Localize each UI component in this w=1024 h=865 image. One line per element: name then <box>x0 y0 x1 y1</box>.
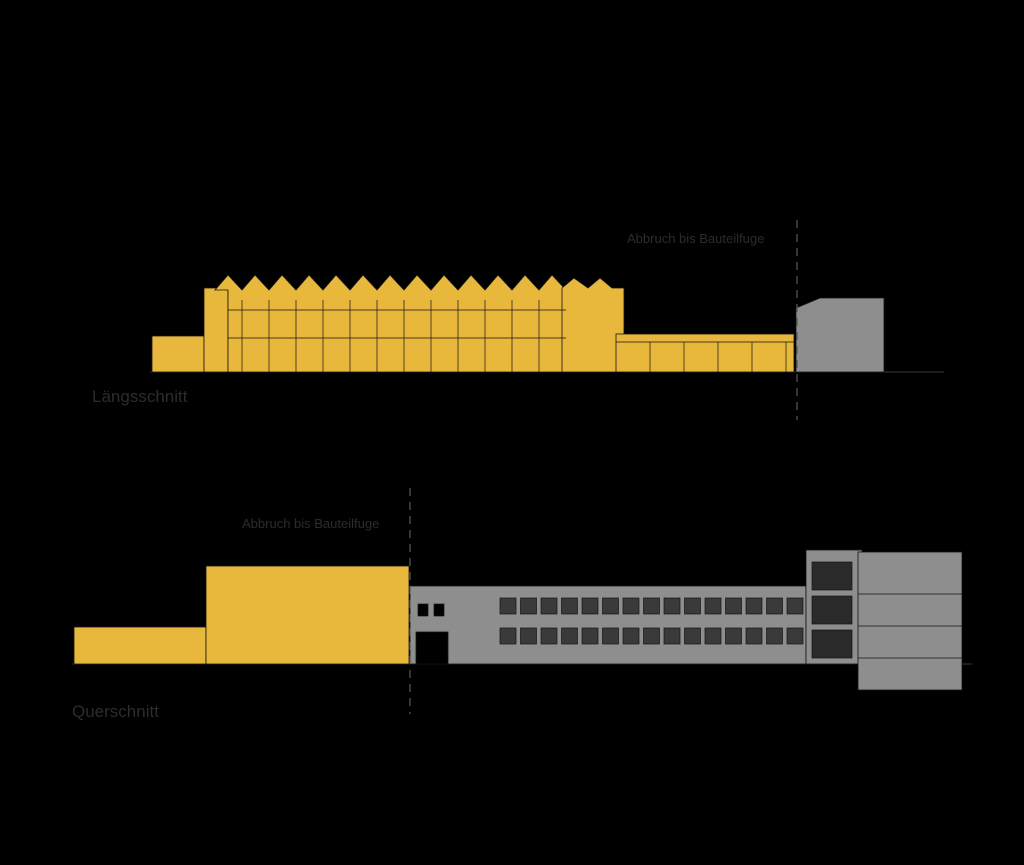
title-querschnitt: Querschnitt <box>72 702 159 721</box>
annotation-laengsschnitt: Abbruch bis Bauteilfuge <box>627 231 765 246</box>
office-window <box>745 597 763 615</box>
office-window <box>766 627 783 645</box>
office-window <box>561 627 578 645</box>
office-window <box>622 597 640 615</box>
querschnitt-demolished-part <box>73 565 410 665</box>
tall-hall <box>205 565 410 665</box>
office-window <box>704 597 722 615</box>
stair-glazing <box>811 629 853 659</box>
office-window <box>540 597 558 615</box>
office-window <box>520 627 537 645</box>
office-window <box>786 597 804 615</box>
title-laengsschnitt: Längsschnitt <box>92 387 188 406</box>
office-window <box>725 597 742 615</box>
office-window <box>602 627 619 645</box>
office-window <box>520 597 537 615</box>
office-window <box>602 597 619 615</box>
office-window <box>786 627 804 645</box>
office-window <box>766 597 783 615</box>
office-window <box>745 627 763 645</box>
office-window <box>643 597 660 615</box>
office-window <box>684 627 701 645</box>
stair-glazing <box>811 561 853 591</box>
office-window <box>663 627 681 645</box>
office-window <box>663 597 681 615</box>
annotation-querschnitt: Abbruch bis Bauteilfuge <box>242 516 380 531</box>
entrance-opening <box>415 631 449 665</box>
office-window <box>561 597 578 615</box>
small-window <box>433 603 445 617</box>
stair-glazing <box>811 595 853 625</box>
sawtooth-hall <box>214 274 567 373</box>
right-upper-block <box>561 277 625 373</box>
long-low-wing <box>615 333 795 373</box>
office-window <box>499 597 517 615</box>
querschnitt-section <box>72 488 972 714</box>
office-window <box>643 627 660 645</box>
office-window-grid <box>417 561 962 659</box>
office-window <box>622 627 640 645</box>
office-window <box>499 627 517 645</box>
office-window <box>581 627 599 645</box>
laengsschnitt-demolished-part <box>151 274 795 373</box>
office-window <box>704 627 722 645</box>
hall-grid <box>228 300 794 372</box>
office-window <box>684 597 701 615</box>
office-window <box>725 627 742 645</box>
laengsschnitt-existing-part <box>795 297 885 373</box>
office-window <box>540 627 558 645</box>
low-shed <box>73 626 207 665</box>
laengsschnitt-section <box>150 220 944 420</box>
small-window <box>417 603 429 617</box>
end-block <box>857 551 963 691</box>
office-window <box>581 597 599 615</box>
left-tower <box>203 287 229 373</box>
left-annex <box>151 335 205 373</box>
existing-block-1 <box>795 297 885 373</box>
